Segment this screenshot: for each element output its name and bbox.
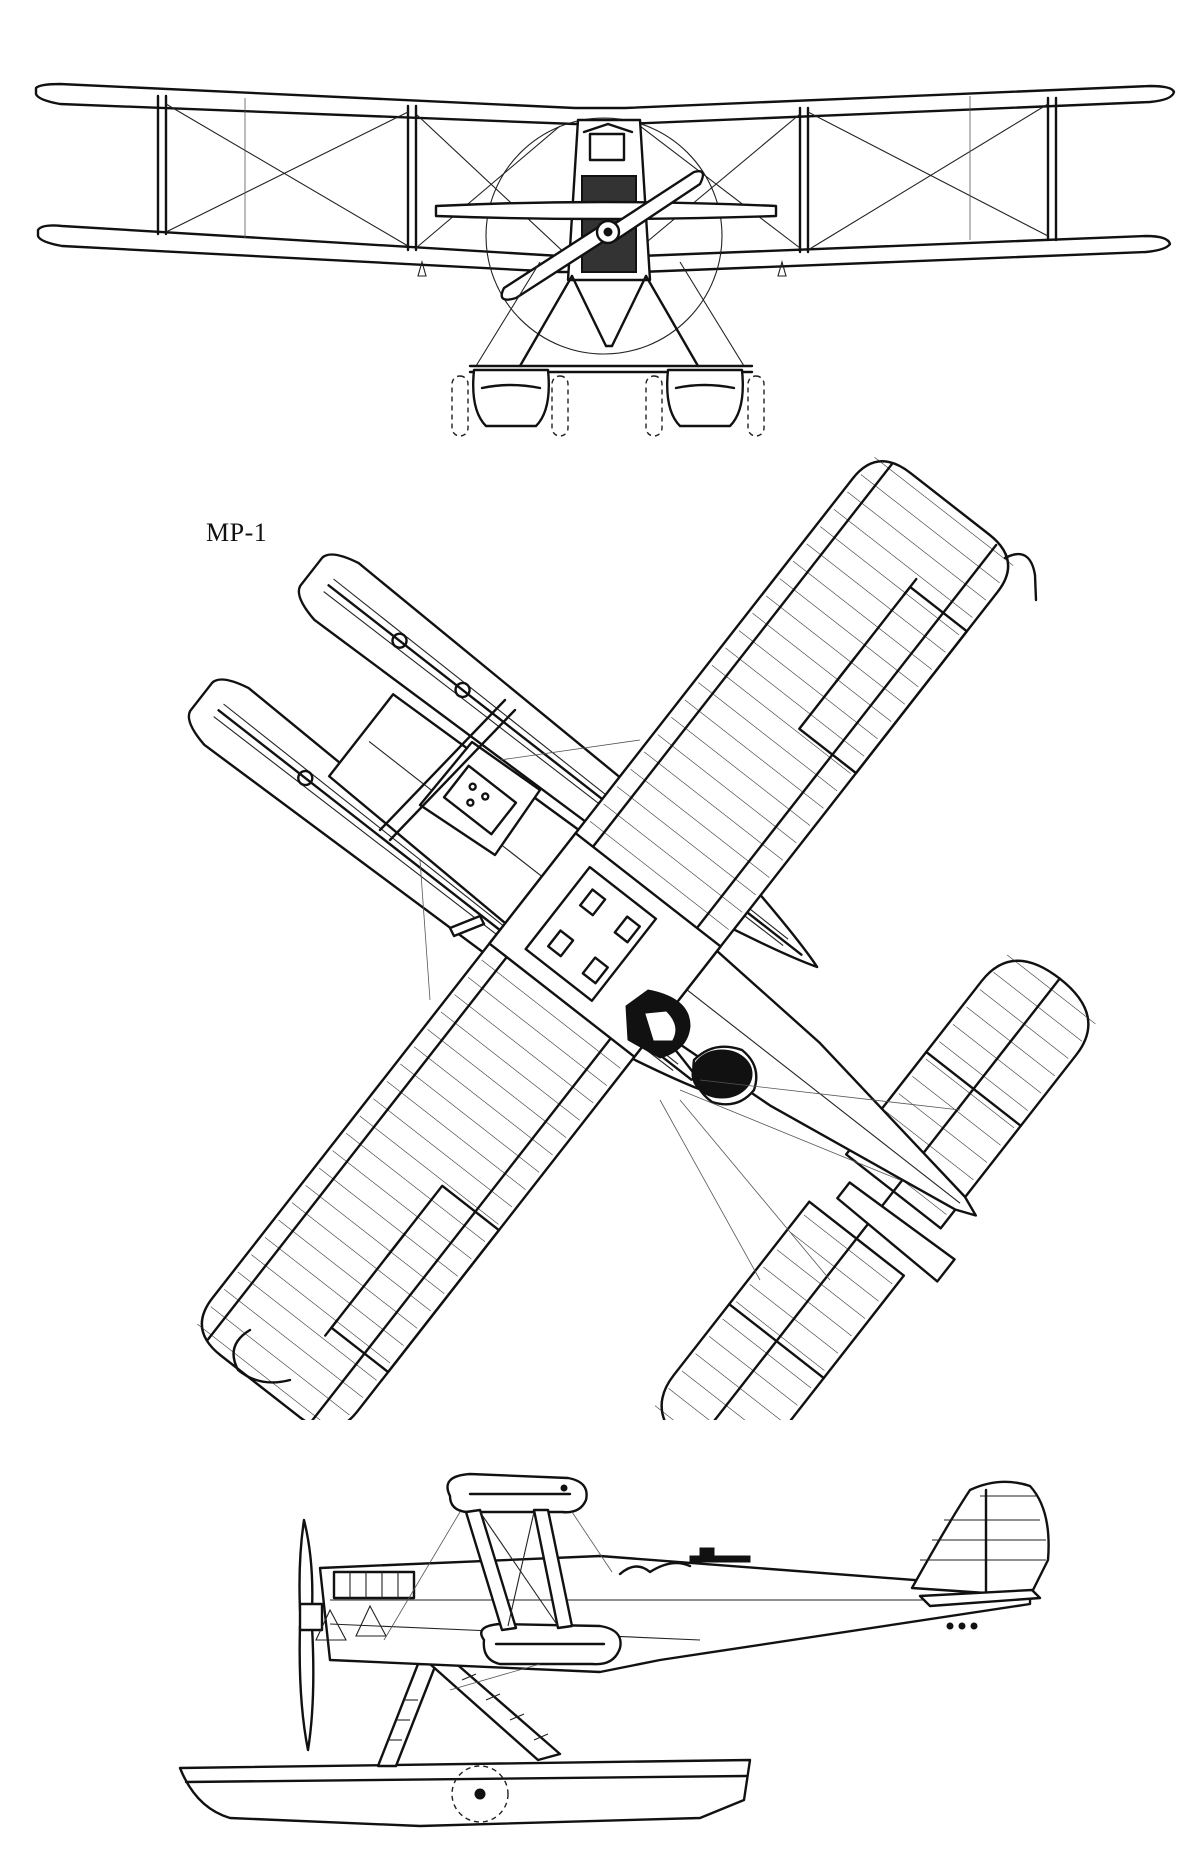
side-interplane-struts	[383, 1508, 613, 1691]
front-upper-wing	[34, 82, 1176, 126]
front-propeller-arc	[485, 117, 723, 355]
front-view	[34, 82, 1176, 437]
plan-rigging-wires	[419, 739, 961, 1281]
side-upper-wing	[446, 1472, 588, 1514]
side-tail-fin	[910, 1480, 1050, 1608]
plan-lower-wing-tip-left	[232, 1328, 292, 1384]
plan-upper-wing	[193, 452, 1017, 1420]
side-float-struts	[376, 1658, 562, 1768]
model-label: MP-1	[206, 518, 268, 547]
side-propeller	[298, 1518, 324, 1752]
plan-view	[187, 452, 1098, 1420]
front-floats	[451, 368, 765, 437]
front-lower-wing	[36, 224, 1172, 274]
front-propeller	[500, 170, 705, 301]
plan-engine	[378, 698, 542, 938]
side-float	[178, 1758, 752, 1828]
front-interplane-struts	[156, 94, 1058, 259]
side-lower-wing	[480, 1622, 622, 1666]
plan-cockpits	[625, 989, 758, 1106]
plan-lower-wing-tip-right	[1003, 552, 1038, 602]
